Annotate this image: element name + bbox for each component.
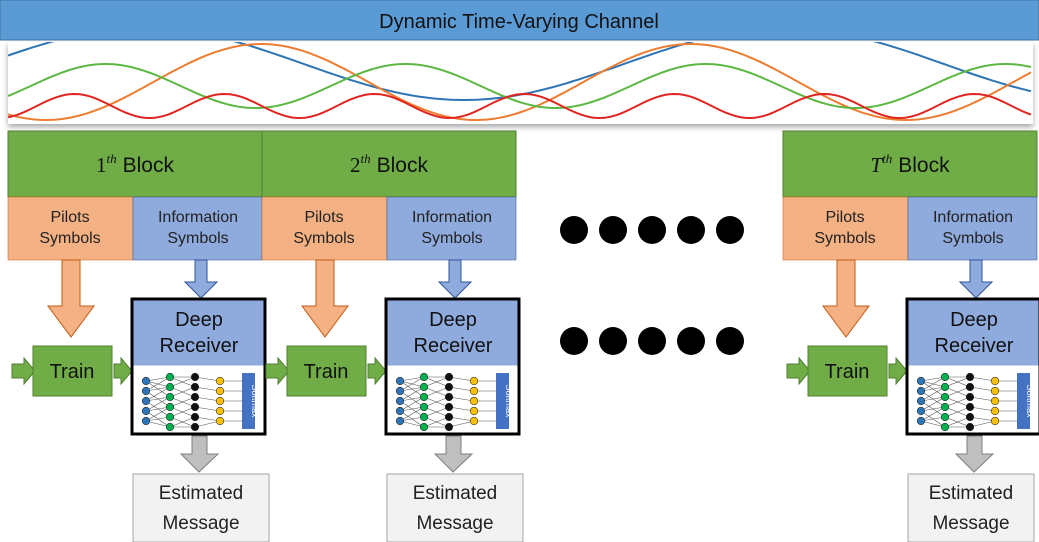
ellipsis-dots-upper — [560, 216, 744, 244]
pilots-symbols-box — [261, 196, 388, 261]
diagram-title: Dynamic Time-Varying Channel — [379, 11, 659, 33]
train-button[interactable] — [32, 345, 113, 397]
deep-receiver-header — [908, 300, 1039, 366]
estimated-message-box — [386, 473, 524, 542]
receiver-to-output-arrow — [433, 435, 474, 473]
input-arrow — [11, 356, 36, 386]
info-to-receiver-arrow — [437, 259, 473, 299]
softmax-label: Softmax — [504, 384, 514, 418]
train-button[interactable] — [286, 345, 367, 397]
train-to-receiver-arrow — [367, 356, 387, 386]
train-button[interactable] — [807, 345, 888, 397]
info-to-receiver-arrow — [183, 259, 219, 299]
input-arrow — [265, 356, 290, 386]
channel-wave-green — [8, 63, 1032, 109]
info-to-receiver-arrow — [958, 259, 994, 299]
pilots-symbols-box — [782, 196, 909, 261]
pilots-symbols-box — [7, 196, 134, 261]
pilots-to-train-arrow — [822, 259, 870, 338]
information-symbols-box — [132, 196, 263, 261]
deep-receiver-header — [133, 300, 264, 366]
train-label: Train — [50, 361, 95, 383]
input-arrow — [786, 356, 811, 386]
neural-network-icon: Softmax — [395, 372, 514, 432]
channel-wave-orange — [8, 43, 1032, 121]
neural-network-icon: Softmax — [916, 372, 1035, 432]
ellipsis-dots-lower — [560, 327, 744, 355]
block-header — [261, 130, 517, 198]
softmax-label: Softmax — [250, 384, 260, 418]
pilots-to-train-arrow — [47, 259, 95, 338]
information-symbols-box — [907, 196, 1038, 261]
receiver-to-output-arrow — [179, 435, 220, 473]
deep-receiver-header — [387, 300, 518, 366]
estimated-message-box — [907, 473, 1035, 542]
information-symbols-box — [386, 196, 517, 261]
neural-network-icon: Softmax — [141, 372, 260, 432]
softmax-label: Softmax — [1025, 384, 1035, 418]
block-header — [782, 130, 1038, 198]
train-label: Train — [825, 361, 870, 383]
train-label: Train — [304, 361, 349, 383]
pilots-to-train-arrow — [301, 259, 349, 338]
channel-waves-panel — [8, 42, 1033, 124]
train-to-receiver-arrow — [113, 356, 133, 386]
train-to-receiver-arrow — [888, 356, 908, 386]
estimated-message-box — [132, 473, 270, 542]
receiver-to-output-arrow — [954, 435, 995, 473]
channel-wave-red — [8, 92, 1032, 120]
title-bar — [0, 0, 1039, 41]
